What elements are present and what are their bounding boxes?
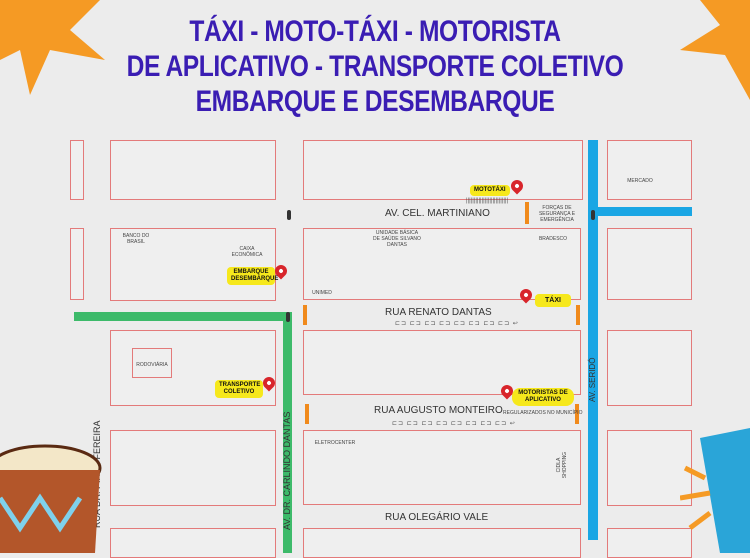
place-label: UNIDADE BÁSICA DE SAÚDE SILVANO DANTAS [373, 230, 421, 248]
blue-route-vertical [588, 140, 598, 540]
place-label: REGULARIZADOS NO MUNICÍPIO [503, 410, 583, 416]
city-block [303, 330, 581, 395]
city-block [110, 228, 276, 301]
title-line-1: TÁXI - MOTO-TÁXI - MOTORISTA [189, 15, 561, 48]
star-decoration-right [680, 0, 750, 100]
place-label: BANCO DO BRASIL [122, 233, 150, 245]
place-label: UNIMED [312, 290, 332, 296]
rodoviaria-building [132, 348, 172, 378]
traffic-light-icon [287, 210, 291, 220]
city-block [607, 430, 692, 506]
green-route-vertical [283, 312, 292, 553]
city-block [607, 330, 692, 406]
street-label: AV. SERIDÓ [588, 357, 597, 402]
motoristas-tag: MOTORISTAS DE APLICATIVO [512, 388, 574, 406]
star-decoration-left [0, 0, 105, 95]
city-block [303, 140, 583, 200]
stop-marker [576, 305, 580, 325]
street-label: RUA RENATO DANTAS [385, 307, 492, 318]
city-block [110, 430, 276, 506]
place-label: ELETROCENTER [314, 440, 356, 446]
city-block [607, 140, 692, 200]
city-block [110, 140, 276, 200]
traffic-light-icon [286, 312, 290, 322]
cup-decoration [680, 428, 750, 553]
place-label: FORÇAS DE SEGURANÇA E EMERGÊNCIA [538, 205, 576, 223]
place-label: CIDLA SHOPPING [556, 451, 568, 479]
place-label: MERCADO [627, 178, 653, 184]
moto-parking: ||||||||||||||||||||||||||| [466, 198, 509, 204]
place-label: RODOVIÁRIA [136, 362, 168, 368]
stop-marker [303, 305, 307, 325]
stop-marker [305, 404, 309, 424]
title-line-2: DE APLICATIVO - TRANSPORTE COLETIVO [126, 50, 624, 83]
taxi-tag: TÁXI [535, 294, 571, 307]
city-block [303, 528, 581, 558]
drum-decoration [0, 444, 102, 553]
place-label: CAIXA ECONÔMICA [231, 246, 263, 258]
parking-cars-app: ⊏⊐ ⊏⊐ ⊏⊐ ⊏⊐ ⊏⊐ ⊏⊐ ⊏⊐ ⊏⊐ ↩ [392, 421, 516, 427]
stop-marker [575, 404, 579, 424]
street-label: RUA AUGUSTO MONTEIRO [374, 405, 503, 416]
street-label: AV. DR. CARLINDO DANTAS [282, 411, 292, 530]
parking-cars-taxi: ⊏⊐ ⊏⊐ ⊏⊐ ⊏⊐ ⊏⊐ ⊏⊐ ⊏⊐ ⊏⊐ ↩ [395, 321, 519, 327]
embarque-tag: EMBARQUE DESEMBARQUE [227, 267, 278, 285]
stop-marker [525, 202, 529, 224]
green-route-horizontal [74, 312, 292, 321]
title-line-3: EMBARQUE E DESEMBARQUE [195, 85, 555, 118]
place-label: BRADESCO [538, 236, 568, 242]
street-label: AV. CEL. MARTINIANO [385, 208, 490, 219]
city-block [70, 228, 84, 300]
transporte-tag: TRANSPORTE COLETIVO [215, 380, 263, 398]
city-block [607, 228, 692, 300]
city-block [70, 140, 84, 200]
traffic-light-icon [591, 210, 595, 220]
blue-route-horizontal [598, 207, 692, 216]
city-block [303, 430, 581, 505]
mototaxi-tag: MOTOTÁXI [470, 185, 510, 196]
city-block [303, 228, 581, 300]
city-block [110, 528, 276, 558]
street-label: RUA OLEGÁRIO VALE [385, 512, 489, 523]
